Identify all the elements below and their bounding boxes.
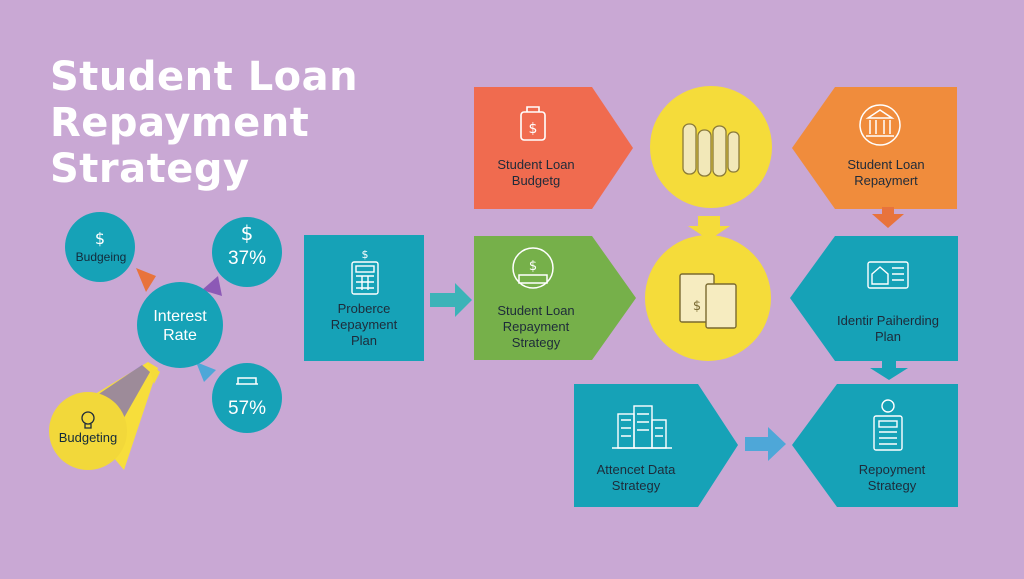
house-file-icon xyxy=(867,261,909,289)
label-line: Repaymert xyxy=(854,173,918,188)
budgeting-circle-bottom xyxy=(49,392,127,470)
identify-plan-label: Identir Paiherding Plan xyxy=(818,313,958,345)
svg-text:$: $ xyxy=(529,121,538,137)
repayment-pentagon xyxy=(792,87,957,209)
calculator-clipboard-icon xyxy=(873,399,903,451)
repayment-strategy-label: Student Loan Repayment Strategy xyxy=(474,303,598,351)
svg-text:$: $ xyxy=(362,248,369,261)
down-arrow-yellow xyxy=(688,216,730,240)
title-line-2: Repayment xyxy=(50,100,310,146)
produce-plan-label: Proberce Repayment Plan xyxy=(304,301,424,349)
bottom-arrow xyxy=(745,427,786,461)
down-arrow-blue xyxy=(870,361,908,380)
budgeting-bottom-label: Budgeting xyxy=(58,430,118,445)
mid-arrow-1 xyxy=(430,283,472,317)
label-line: Repayment xyxy=(502,319,570,334)
budgeting-pentagon xyxy=(474,87,633,209)
label-line: Repayment xyxy=(330,317,398,332)
label-line: Student Loan xyxy=(497,157,575,172)
budgeting-circle-top xyxy=(65,212,135,282)
city-building-icon xyxy=(612,405,672,449)
interest-rate-circle xyxy=(137,282,223,368)
dollar-target-icon: $ xyxy=(512,247,554,289)
label-line: Strategy xyxy=(511,335,561,350)
blue-arrow xyxy=(196,362,216,382)
rate-top-label: 37% xyxy=(227,248,267,269)
bank-building-icon xyxy=(859,104,901,146)
identify-plan-pentagon xyxy=(790,236,958,361)
dollar-icon: $ xyxy=(95,229,105,248)
purple-arrow xyxy=(202,276,222,296)
produce-plan-box xyxy=(304,235,424,361)
label-line: Strategy xyxy=(867,478,917,493)
label-line: Identir Paiherding xyxy=(837,313,939,328)
coin-stack-icon xyxy=(682,123,740,177)
label-line: Repoyment xyxy=(858,462,926,477)
attendant-data-label: Attencet Data Strategy xyxy=(574,462,698,494)
rate-circle-bottom xyxy=(212,363,282,433)
svg-text:$: $ xyxy=(693,299,701,314)
label-line: Student Loan xyxy=(497,303,575,318)
calculator-icon: $ xyxy=(351,248,379,295)
label-line: Plan xyxy=(350,333,378,348)
label-line: Proberce xyxy=(337,301,391,316)
interest-rate-label: Interest Rate xyxy=(137,307,223,345)
student-loan-budgeting-label: Student Loan Budgetg xyxy=(474,157,598,189)
attendant-data-pentagon xyxy=(574,384,738,507)
down-arrow-orange xyxy=(872,207,904,228)
rate-circle-top xyxy=(212,217,282,287)
yellow-arrow xyxy=(148,362,160,384)
label-line: Student Loan xyxy=(847,157,925,172)
hat-icon xyxy=(236,377,258,385)
strategy-pentagon xyxy=(474,236,636,360)
title-line-3: Strategy xyxy=(50,146,250,192)
svg-text:$: $ xyxy=(241,221,254,245)
documents-icon: $ xyxy=(679,273,737,329)
final-strategy-pentagon xyxy=(792,384,958,507)
dollar-icon-rate: $ xyxy=(241,221,254,245)
svg-text:$: $ xyxy=(95,229,105,248)
interest-rate-line-2: Rate xyxy=(163,327,197,344)
final-strategy-label: Repoyment Strategy xyxy=(826,462,958,494)
budgeting-top-label: Budgeing xyxy=(75,250,127,264)
label-line: Attencet Data xyxy=(596,462,676,477)
student-loan-repayment-label: Student Loan Repaymert xyxy=(820,157,952,189)
dollar-bag-icon: $ xyxy=(520,106,546,141)
rate-bottom-label: 57% xyxy=(227,398,267,419)
label-line: Budgetg xyxy=(511,173,561,188)
page-title: Student Loan Repayment Strategy xyxy=(50,54,358,192)
svg-text:$: $ xyxy=(529,259,537,274)
orange-arrow xyxy=(136,268,156,292)
label-line: Strategy xyxy=(611,478,661,493)
interest-rate-line-1: Interest xyxy=(153,308,207,325)
label-line: Plan xyxy=(874,329,902,344)
bulb-icon xyxy=(81,411,95,429)
title-line-1: Student Loan xyxy=(50,54,359,100)
